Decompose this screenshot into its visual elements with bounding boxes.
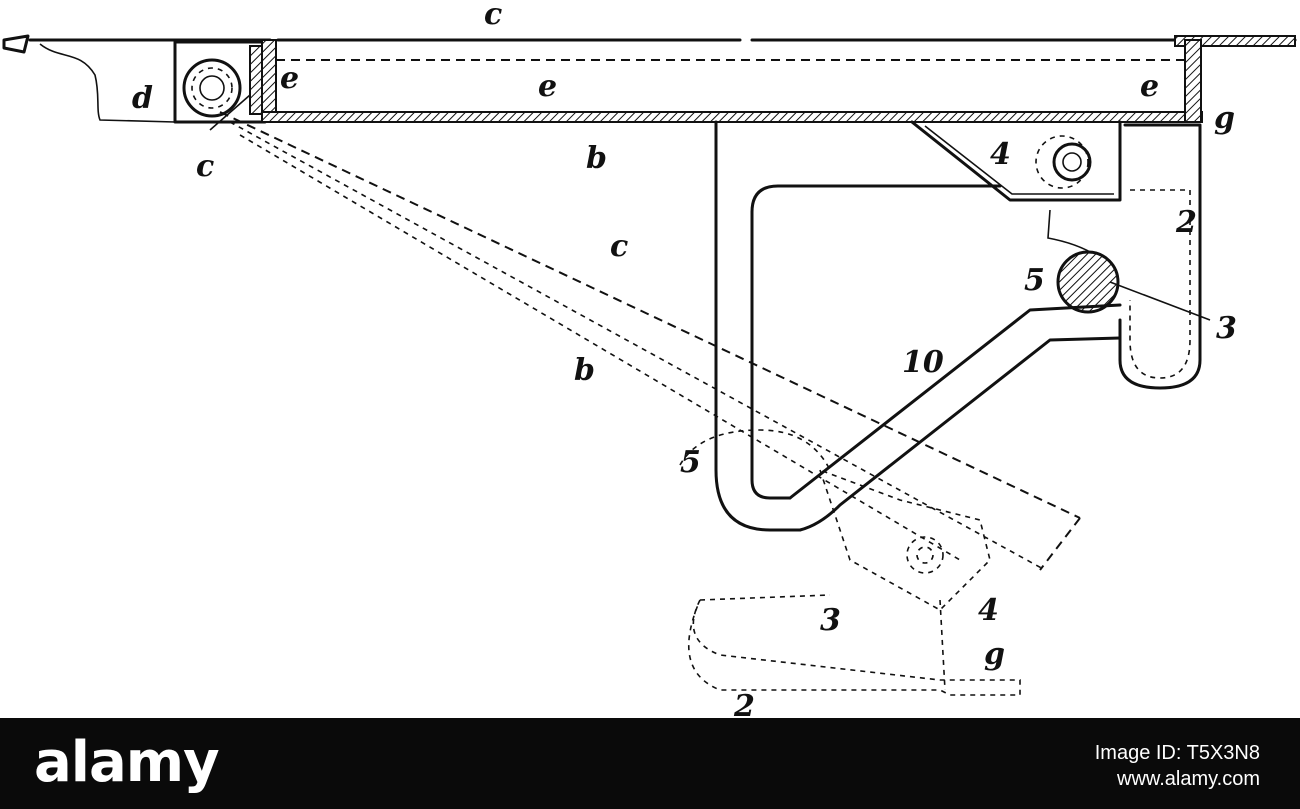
label-g-low: g bbox=[984, 637, 1005, 672]
label-2-top: 2 bbox=[1175, 205, 1197, 240]
reference-labels: c e e e d c b g 4 2 5 3 c b 10 5 3 4 g 2 bbox=[132, 0, 1237, 718]
label-d: d bbox=[132, 81, 153, 116]
image-id: Image ID: T5X3N8 bbox=[1094, 742, 1260, 764]
label-2-low: 2 bbox=[733, 689, 755, 718]
label-b-mid: b bbox=[574, 353, 595, 388]
label-e-right: e bbox=[1140, 69, 1159, 104]
leader-lines bbox=[209, 94, 1211, 321]
swung-position bbox=[219, 111, 1081, 696]
label-5-top: 5 bbox=[1024, 263, 1045, 298]
label-5-low: 5 bbox=[680, 445, 701, 480]
top-plate bbox=[2, 34, 1297, 123]
alamy-logo: alamy bbox=[34, 730, 220, 795]
label-e-mid: e bbox=[538, 69, 557, 104]
label-e-left: e bbox=[280, 61, 299, 96]
watermark-footer: alamy Image ID: T5X3N8 www.alamy.com bbox=[0, 718, 1300, 809]
bracket-frame bbox=[714, 120, 1202, 532]
label-c-mid: c bbox=[610, 229, 628, 264]
label-3-top: 3 bbox=[1216, 311, 1237, 346]
label-3-low: 3 bbox=[820, 603, 841, 638]
site-url: www.alamy.com bbox=[1117, 768, 1260, 790]
label-b-top: b bbox=[586, 141, 607, 176]
label-10: 10 bbox=[902, 345, 944, 380]
label-c-left: c bbox=[196, 149, 214, 184]
footer-info: Image ID: T5X3N8 www.alamy.com bbox=[1095, 740, 1260, 792]
patent-drawing: c e e e d c b g 4 2 5 3 c b 10 5 3 4 g 2 bbox=[2, 0, 1297, 718]
drawer-box bbox=[261, 39, 1203, 123]
label-g-top: g bbox=[1214, 101, 1235, 136]
mechanism-diagram: c e e e d c b g 4 2 5 3 c b 10 5 3 4 g 2 bbox=[2, 0, 1297, 718]
label-c-top: c bbox=[484, 0, 502, 32]
left-roller-block bbox=[173, 40, 267, 124]
label-4-top: 4 bbox=[990, 137, 1011, 172]
label-4-low: 4 bbox=[978, 593, 999, 628]
